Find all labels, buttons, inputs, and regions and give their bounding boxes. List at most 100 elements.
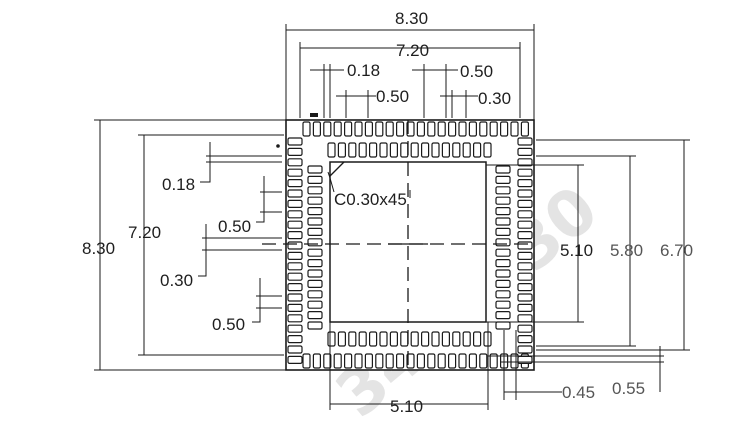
dim-label-055: 0.55 xyxy=(612,379,645,398)
pad-top-inner xyxy=(421,142,430,158)
pad-left-outer xyxy=(287,231,303,240)
pad-bottom-outer xyxy=(448,353,457,369)
pad-bottom-inner xyxy=(369,331,378,347)
pad-top-inner xyxy=(462,142,471,158)
pad-left-outer xyxy=(287,272,303,281)
pad-bottom-inner xyxy=(431,331,440,347)
dim-label-chamfer: C0.30x45 xyxy=(334,190,407,209)
pad-right-inner xyxy=(495,279,511,288)
pad-left-outer xyxy=(287,220,303,229)
pad-left-inner xyxy=(307,196,323,205)
pin1-marker xyxy=(310,113,318,117)
pad-top-outer xyxy=(375,121,384,137)
pad-right-inner xyxy=(495,238,511,247)
pad-top-outer xyxy=(479,121,488,137)
pad-bottom-inner xyxy=(358,331,367,347)
pad-right-outer xyxy=(517,168,533,177)
pad-bottom-inner xyxy=(400,331,409,347)
pad-top-outer xyxy=(416,121,425,137)
dim-label-left-050b: 0.50 xyxy=(212,315,245,334)
pad-top-outer xyxy=(510,121,519,137)
dim-label-050-top: 0.50 xyxy=(460,62,493,81)
pad-left-outer xyxy=(287,158,303,167)
dim-label-left-018: 0.18 xyxy=(162,175,195,194)
pad-bottom-outer xyxy=(489,353,498,369)
pad-right-inner xyxy=(495,175,511,184)
pin1-dot xyxy=(276,144,280,148)
pad-bottom-outer xyxy=(323,353,332,369)
dim-label-018: 0.18 xyxy=(347,61,380,80)
pad-bottom-outer xyxy=(396,353,405,369)
pad-right-outer xyxy=(517,262,533,271)
pad-top-outer xyxy=(468,121,477,137)
pad-top-outer xyxy=(302,121,311,137)
dim-label-top-830: 8.30 xyxy=(395,9,428,28)
pad-right-inner xyxy=(495,290,511,299)
pad-top-inner xyxy=(400,142,409,158)
pad-right-inner xyxy=(495,259,511,268)
pad-bottom-outer xyxy=(437,353,446,369)
pad-top-outer xyxy=(364,121,373,137)
pad-left-inner xyxy=(307,248,323,257)
dim-label-left-830: 8.30 xyxy=(82,239,115,258)
pad-right-outer xyxy=(517,147,533,156)
pad-top-outer xyxy=(448,121,457,137)
pad-right-inner xyxy=(495,186,511,195)
pad-right-outer xyxy=(517,314,533,323)
pad-right-inner xyxy=(495,321,511,330)
pad-right-outer xyxy=(517,335,533,344)
pad-top-outer xyxy=(437,121,446,137)
pad-left-inner xyxy=(307,217,323,226)
pad-bottom-outer xyxy=(354,353,363,369)
pad-bottom-outer xyxy=(468,353,477,369)
pad-bottom-outer xyxy=(416,353,425,369)
pad-top-outer xyxy=(427,121,436,137)
pad-top-inner xyxy=(483,142,492,158)
pad-right-inner xyxy=(495,196,511,205)
pad-left-inner xyxy=(307,279,323,288)
pad-top-outer xyxy=(458,121,467,137)
pad-bottom-inner xyxy=(348,331,357,347)
dim-label-top-720: 7.20 xyxy=(396,41,429,60)
pad-right-outer xyxy=(517,324,533,333)
dim-label-030-top: 0.30 xyxy=(478,89,511,108)
pad-top-inner xyxy=(441,142,450,158)
pad-left-inner xyxy=(307,207,323,216)
pad-bottom-inner xyxy=(410,331,419,347)
pad-top-inner xyxy=(410,142,419,158)
pad-left-inner xyxy=(307,165,323,174)
pad-right-inner xyxy=(495,269,511,278)
leader-chamfer xyxy=(327,171,335,193)
pad-bottom-inner xyxy=(337,331,346,347)
pad-left-inner xyxy=(307,186,323,195)
pad-top-inner xyxy=(348,142,357,158)
pad-right-inner xyxy=(495,248,511,257)
leader-left-030 xyxy=(198,224,207,277)
pad-left-outer xyxy=(287,241,303,250)
pad-left-inner xyxy=(307,321,323,330)
pad-right-outer xyxy=(517,293,533,302)
pad-right-outer xyxy=(517,210,533,219)
pad-right-outer xyxy=(517,158,533,167)
pad-bottom-inner xyxy=(462,331,471,347)
leader-left-050b xyxy=(252,278,261,323)
pad-bottom-inner xyxy=(389,331,398,347)
pad-left-outer xyxy=(287,199,303,208)
pad-top-inner xyxy=(431,142,440,158)
pad-right-outer xyxy=(517,137,533,146)
pad-right-outer xyxy=(517,199,533,208)
pad-left-outer xyxy=(287,355,303,364)
pad-left-outer xyxy=(287,210,303,219)
pad-right-inner xyxy=(495,165,511,174)
pad-left-outer xyxy=(287,324,303,333)
pad-left-inner xyxy=(307,300,323,309)
pad-top-inner xyxy=(379,142,388,158)
pad-top-outer xyxy=(489,121,498,137)
pad-right-outer xyxy=(517,345,533,354)
pad-right-outer xyxy=(517,189,533,198)
pad-left-inner xyxy=(307,269,323,278)
pad-right-inner xyxy=(495,227,511,236)
pad-left-outer xyxy=(287,293,303,302)
pad-left-outer xyxy=(287,137,303,146)
pad-left-inner xyxy=(307,238,323,247)
